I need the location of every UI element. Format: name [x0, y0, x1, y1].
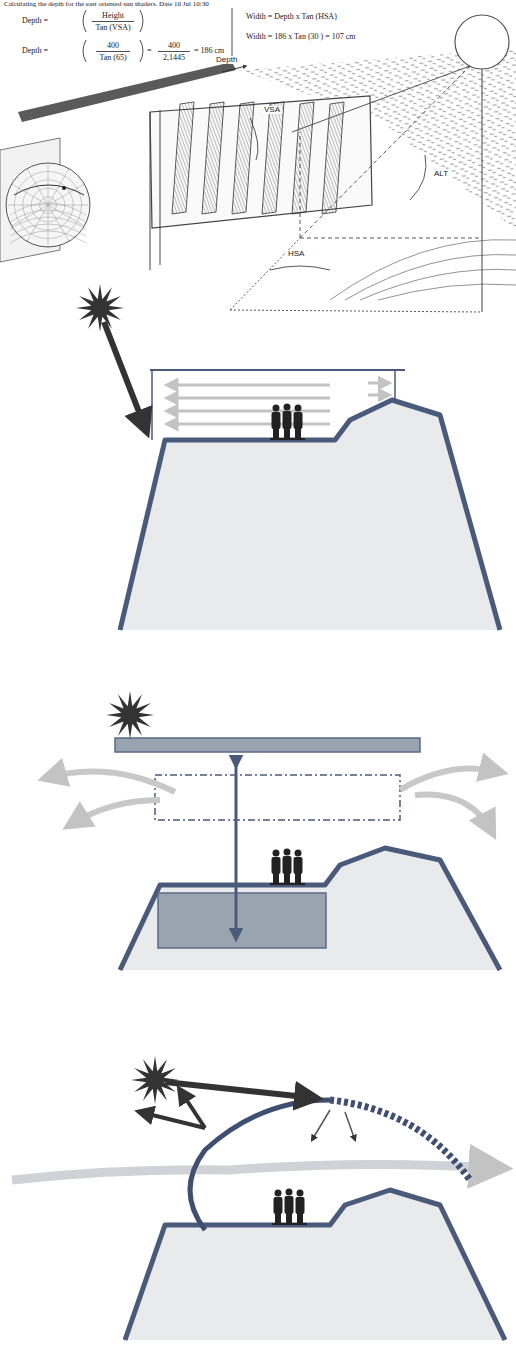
- formula-term: Depth =: [22, 17, 48, 25]
- sun-shaders: [172, 102, 344, 214]
- shader-fin: [202, 102, 224, 214]
- denominator: Tan (65): [99, 54, 126, 62]
- section-shell: [12, 1056, 505, 1340]
- shader-fin: [262, 102, 284, 214]
- formula-result: = 186 cm: [194, 47, 224, 55]
- facade: [150, 96, 372, 228]
- seat-rows: [330, 240, 516, 300]
- angle-label: Depth: [214, 56, 239, 64]
- formula-width: Width = Depth x Tan (HSA): [246, 13, 337, 21]
- section-thermal-mass: [46, 691, 500, 970]
- denominator: 2,1445: [163, 54, 185, 62]
- formula-term: =: [147, 47, 152, 55]
- numerator: 400: [168, 42, 180, 50]
- shader-fin: [292, 102, 314, 214]
- numerator: Height: [102, 12, 124, 20]
- formula-marks: [83, 8, 232, 64]
- section-shading: [76, 284, 500, 630]
- numerator: 400: [107, 42, 119, 50]
- shader-fin: [172, 102, 194, 214]
- formula-term: Depth =: [22, 47, 48, 55]
- angle-label: HSA: [286, 250, 306, 258]
- angle-label: VSA: [262, 106, 282, 114]
- title: Calculating the depth for the east orien…: [4, 1, 209, 8]
- denominator: Tan (VSA): [95, 24, 130, 32]
- shader-perspective: [0, 15, 516, 312]
- formula-width: Width = 186 x Tan (30 ) = 107 cm: [246, 33, 356, 41]
- sun-path-chart: [6, 163, 90, 247]
- angle-label: ALT: [432, 170, 450, 178]
- sun-disc: [455, 15, 509, 69]
